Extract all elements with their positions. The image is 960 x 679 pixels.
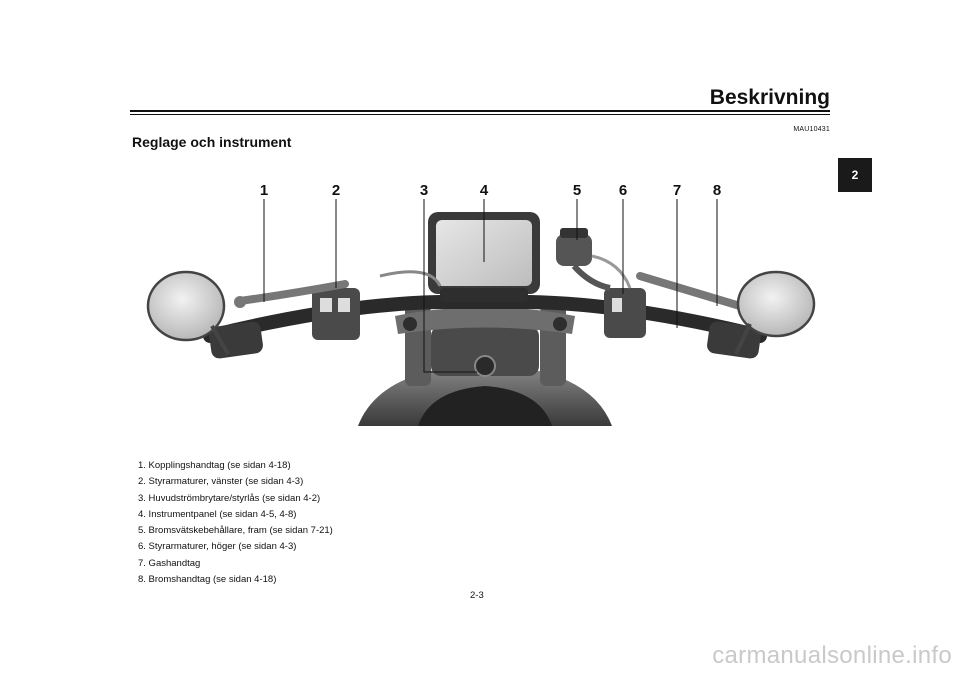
header-rule-thick <box>130 110 830 112</box>
legend-item: 4. Instrumentpanel (se sidan 4-5, 4-8) <box>138 508 297 520</box>
callout-7: 7 <box>673 182 681 199</box>
callout-1: 1 <box>260 182 268 199</box>
callout-8: 8 <box>713 182 721 199</box>
legend-item: 3. Huvudströmbrytare/styrlås (se sidan 4… <box>138 492 321 504</box>
page-number: 2-3 <box>470 590 484 601</box>
legend-item: 6. Styrarmaturer, höger (se sidan 4-3) <box>138 541 297 553</box>
callout-leader-lines <box>263 199 718 373</box>
header-rule-thin <box>130 114 830 115</box>
callout-2: 2 <box>332 182 340 199</box>
motorcycle-drawing <box>146 212 816 426</box>
component-legend: 1. Kopplingshandtag (se sidan 4-18) 2. S… <box>138 458 333 588</box>
legend-item: 2. Styrarmaturer, vänster (se sidan 4-3) <box>138 476 304 488</box>
callout-6: 6 <box>619 182 627 199</box>
legend-item: 5. Bromsvätskebehållare, fram (se sidan … <box>138 525 333 537</box>
legend-item: 7. Gashandtag <box>138 557 201 569</box>
section-title: Beskrivning <box>709 86 830 109</box>
legend-item: 8. Bromshandtag (se sidan 4-18) <box>138 574 277 586</box>
chapter-tab: 2 <box>838 158 872 192</box>
watermark: carmanualsonline.info <box>712 642 952 669</box>
callout-4: 4 <box>480 182 489 199</box>
callout-numbers: 1 2 3 4 5 6 7 8 <box>260 182 721 199</box>
callout-5: 5 <box>573 182 581 199</box>
doc-code: MAU10431 <box>793 126 830 133</box>
page-heading: Reglage och instrument <box>132 134 292 150</box>
legend-item: 1. Kopplingshandtag (se sidan 4-18) <box>138 460 291 471</box>
handlebar-illustration: 1 2 3 4 5 6 7 8 <box>146 182 816 426</box>
callout-3: 3 <box>420 182 428 199</box>
